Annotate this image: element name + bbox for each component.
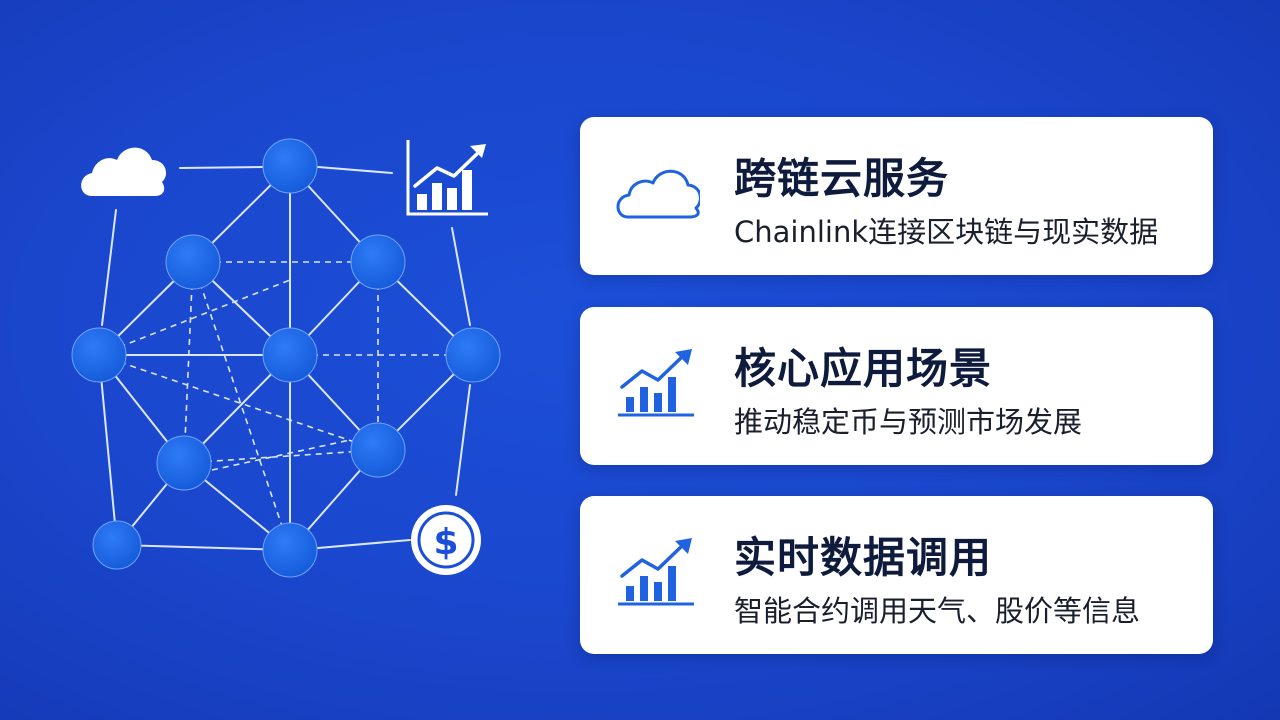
network-node (165, 234, 221, 290)
growth-chart-icon (618, 538, 694, 606)
network-node (71, 327, 127, 383)
network-node (262, 138, 318, 194)
network-node (92, 520, 142, 570)
network-node (156, 435, 212, 491)
cloud-icon (616, 169, 700, 219)
card-title: 实时数据调用 (734, 533, 993, 582)
network-node (262, 522, 318, 578)
network-node (350, 422, 406, 478)
card-description: Chainlink连接区块链与现实数据 (734, 215, 1159, 249)
card-title: 跨链云服务 (734, 154, 950, 203)
card-description: 推动稳定币与预测市场发展 (734, 405, 1083, 439)
network-node (445, 327, 501, 383)
card-title: 核心应用场景 (734, 344, 993, 393)
blockchain-network-diagram: $ (71, 138, 501, 578)
growth-chart-icon (406, 140, 488, 216)
card-description: 智能合约调用天气、股价等信息 (734, 594, 1141, 628)
network-node (350, 234, 406, 290)
svg-text:$: $ (433, 522, 458, 563)
network-node (262, 327, 318, 383)
dollar-coin-icon: $ (411, 505, 481, 575)
network-dashed-links (98, 261, 473, 551)
cloud-icon (81, 147, 167, 196)
network-nodes (71, 138, 501, 578)
growth-chart-icon (618, 349, 694, 417)
feature-card-cross-chain: 跨链云服务 Chainlink连接区块链与现实数据 (580, 117, 1213, 275)
feature-card-use-cases: 核心应用场景 推动稳定币与预测市场发展 (580, 307, 1213, 465)
feature-card-realtime-data: 实时数据调用 智能合约调用天气、股价等信息 (580, 496, 1213, 654)
